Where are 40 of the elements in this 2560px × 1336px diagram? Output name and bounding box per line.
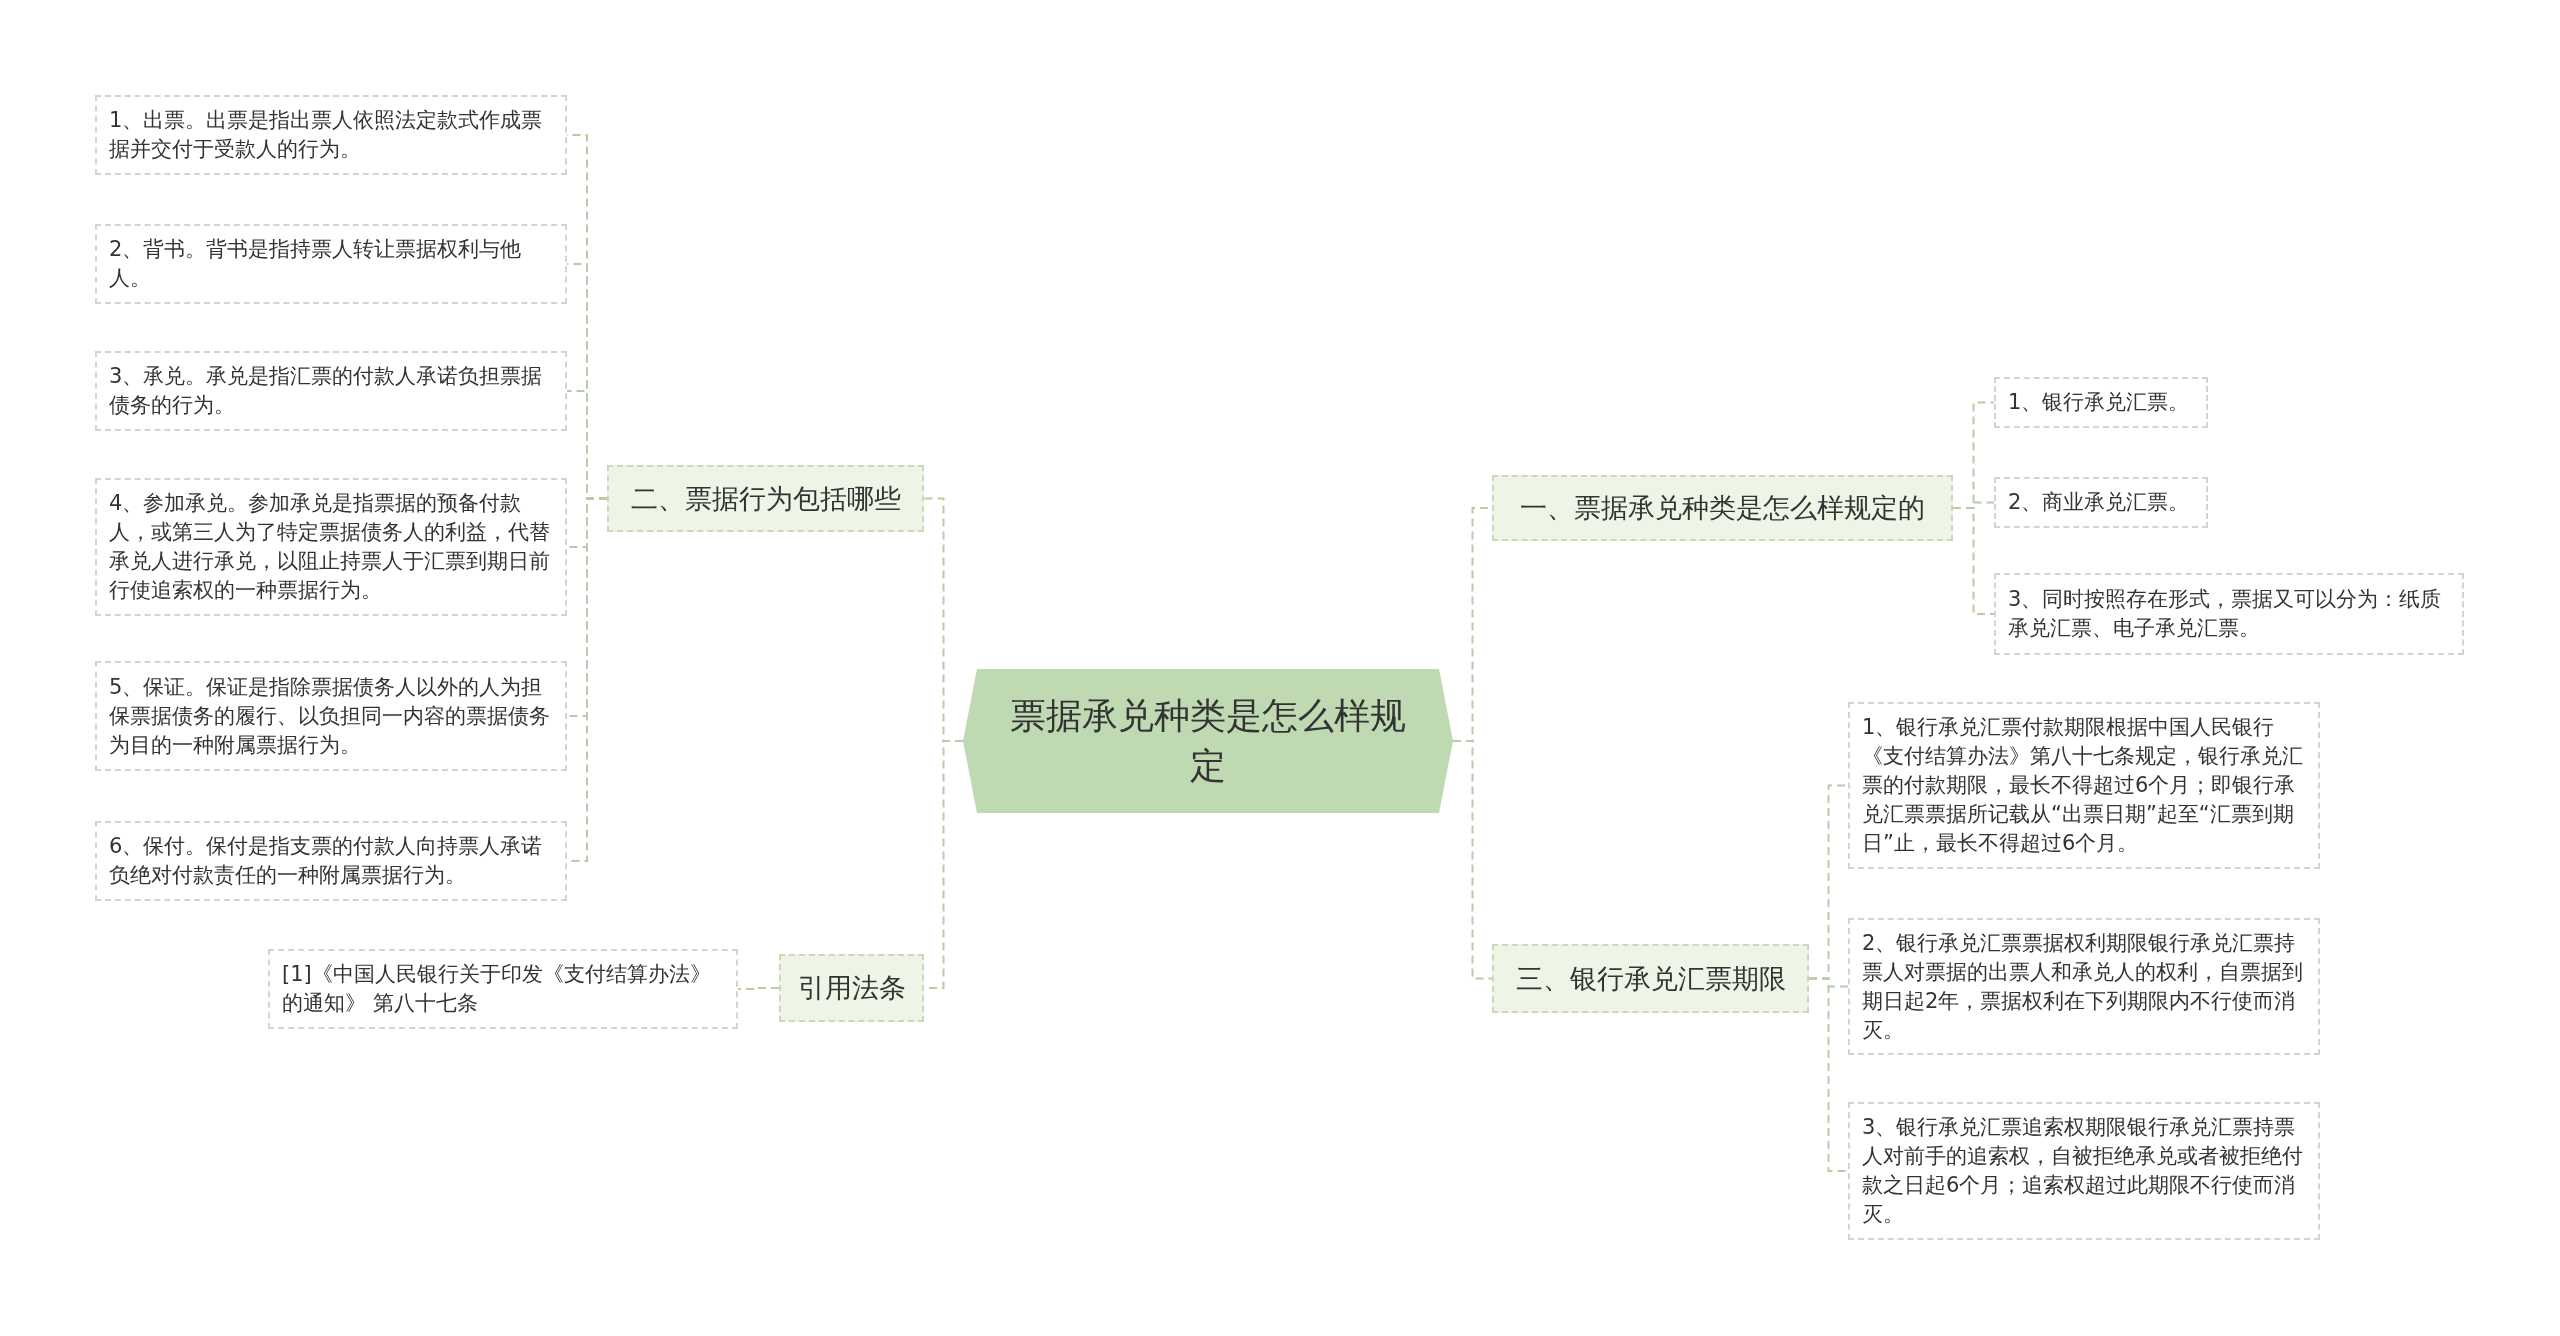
subtopic-box	[95, 661, 567, 771]
topic-text: 二、票据行为包括哪些	[630, 481, 901, 516]
subtopic-box	[1994, 573, 2464, 655]
topic-text: 6、保付。保付是指支票的付款人向持票人承诺负绝对付款责任的一种附属票据行为。	[109, 833, 544, 889]
topic-text: 5、保证。保证是指除票据债务人以外的人为担保票据债务的履行、以负担同一内容的票据债务为目的一种附属票据行为。	[109, 673, 551, 759]
topic-text: 1、出票。出票是指出票人依照法定款式作成票据并交付于受款人的行为。	[109, 107, 544, 163]
branch-topic-box	[607, 465, 924, 532]
topic-text: [1]《中国人民银行关于印发《支付结算办法》的通知》 第八十七条	[282, 961, 712, 1017]
connector-line	[1808, 977, 1849, 1172]
topic-text: 2、银行承兑汇票票据权利期限银行承兑汇票持票人对票据的出票人和承兑人的权利，自票据到期日起2年，票据权利在下列期限内不行使而消灭。	[1862, 929, 2304, 1044]
subtopic-box	[95, 478, 567, 616]
branch-topic-box	[1492, 944, 1809, 1013]
subtopic-box	[1994, 477, 2208, 528]
topic-text: 引用法条	[797, 971, 906, 1005]
connector-line	[737, 987, 780, 990]
topic-text: 2、商业承兑汇票。	[2008, 489, 2190, 516]
branch-topic-box	[779, 954, 924, 1022]
branch-topic-box	[1492, 475, 1953, 541]
topic-text: 1、银行承兑汇票。	[2008, 389, 2190, 416]
subtopic-box	[95, 821, 567, 901]
topic-text: 3、承兑。承兑是指汇票的付款人承诺负担票据债务的行为。	[109, 363, 544, 419]
subtopic-box	[1848, 702, 2320, 869]
topic-text: 3、银行承兑汇票追索权期限银行承兑汇票持票人对前手的追索权，自被拒绝承兑或者被拒绝付款之日起6个月；追索权超过此期限不行使而消灭。	[1862, 1114, 2304, 1228]
subtopic-box	[95, 95, 567, 175]
connector-line	[1952, 507, 1995, 615]
topic-text: 2、背书。背书是指持票人转让票据权利与他人。	[109, 236, 523, 292]
topic-text: 1、银行承兑汇票付款期限根据中国人民银行《支付结算办法》第八十七条规定，银行承兑汇票的付款期限，最长不得超过6个月；即银行承兑汇票票据所记载从“出票日期”起至“汇票到期日”止，最长不得超过6个月。	[1862, 714, 2304, 857]
subtopic-box	[1848, 1102, 2320, 1240]
topic-text: 三、银行承兑汇票期限	[1515, 961, 1786, 996]
subtopic-box	[95, 351, 567, 431]
subtopic-box	[1994, 377, 2208, 428]
subtopic-box	[268, 949, 738, 1029]
topic-text: 3、同时按照存在形式，票据又可以分为：纸质承兑汇票、电子承兑汇票。	[2008, 586, 2443, 642]
subtopic-box	[95, 224, 567, 304]
subtopic-box	[1848, 918, 2320, 1055]
topic-text: 一、票据承兑种类是怎么样规定的	[1520, 491, 1925, 525]
connector-line	[1452, 740, 1493, 980]
central-topic	[963, 669, 1453, 813]
topic-text: 4、参加承兑。参加承兑是指票据的预备付款人，或第三人为了特定票据债务人的利益，代替承兑人进行承兑，以阻止持票人于汇票到期日前行使追索权的一种票据行为。	[109, 490, 551, 604]
topic-text: 票据承兑种类是怎么样规定	[1009, 694, 1407, 788]
